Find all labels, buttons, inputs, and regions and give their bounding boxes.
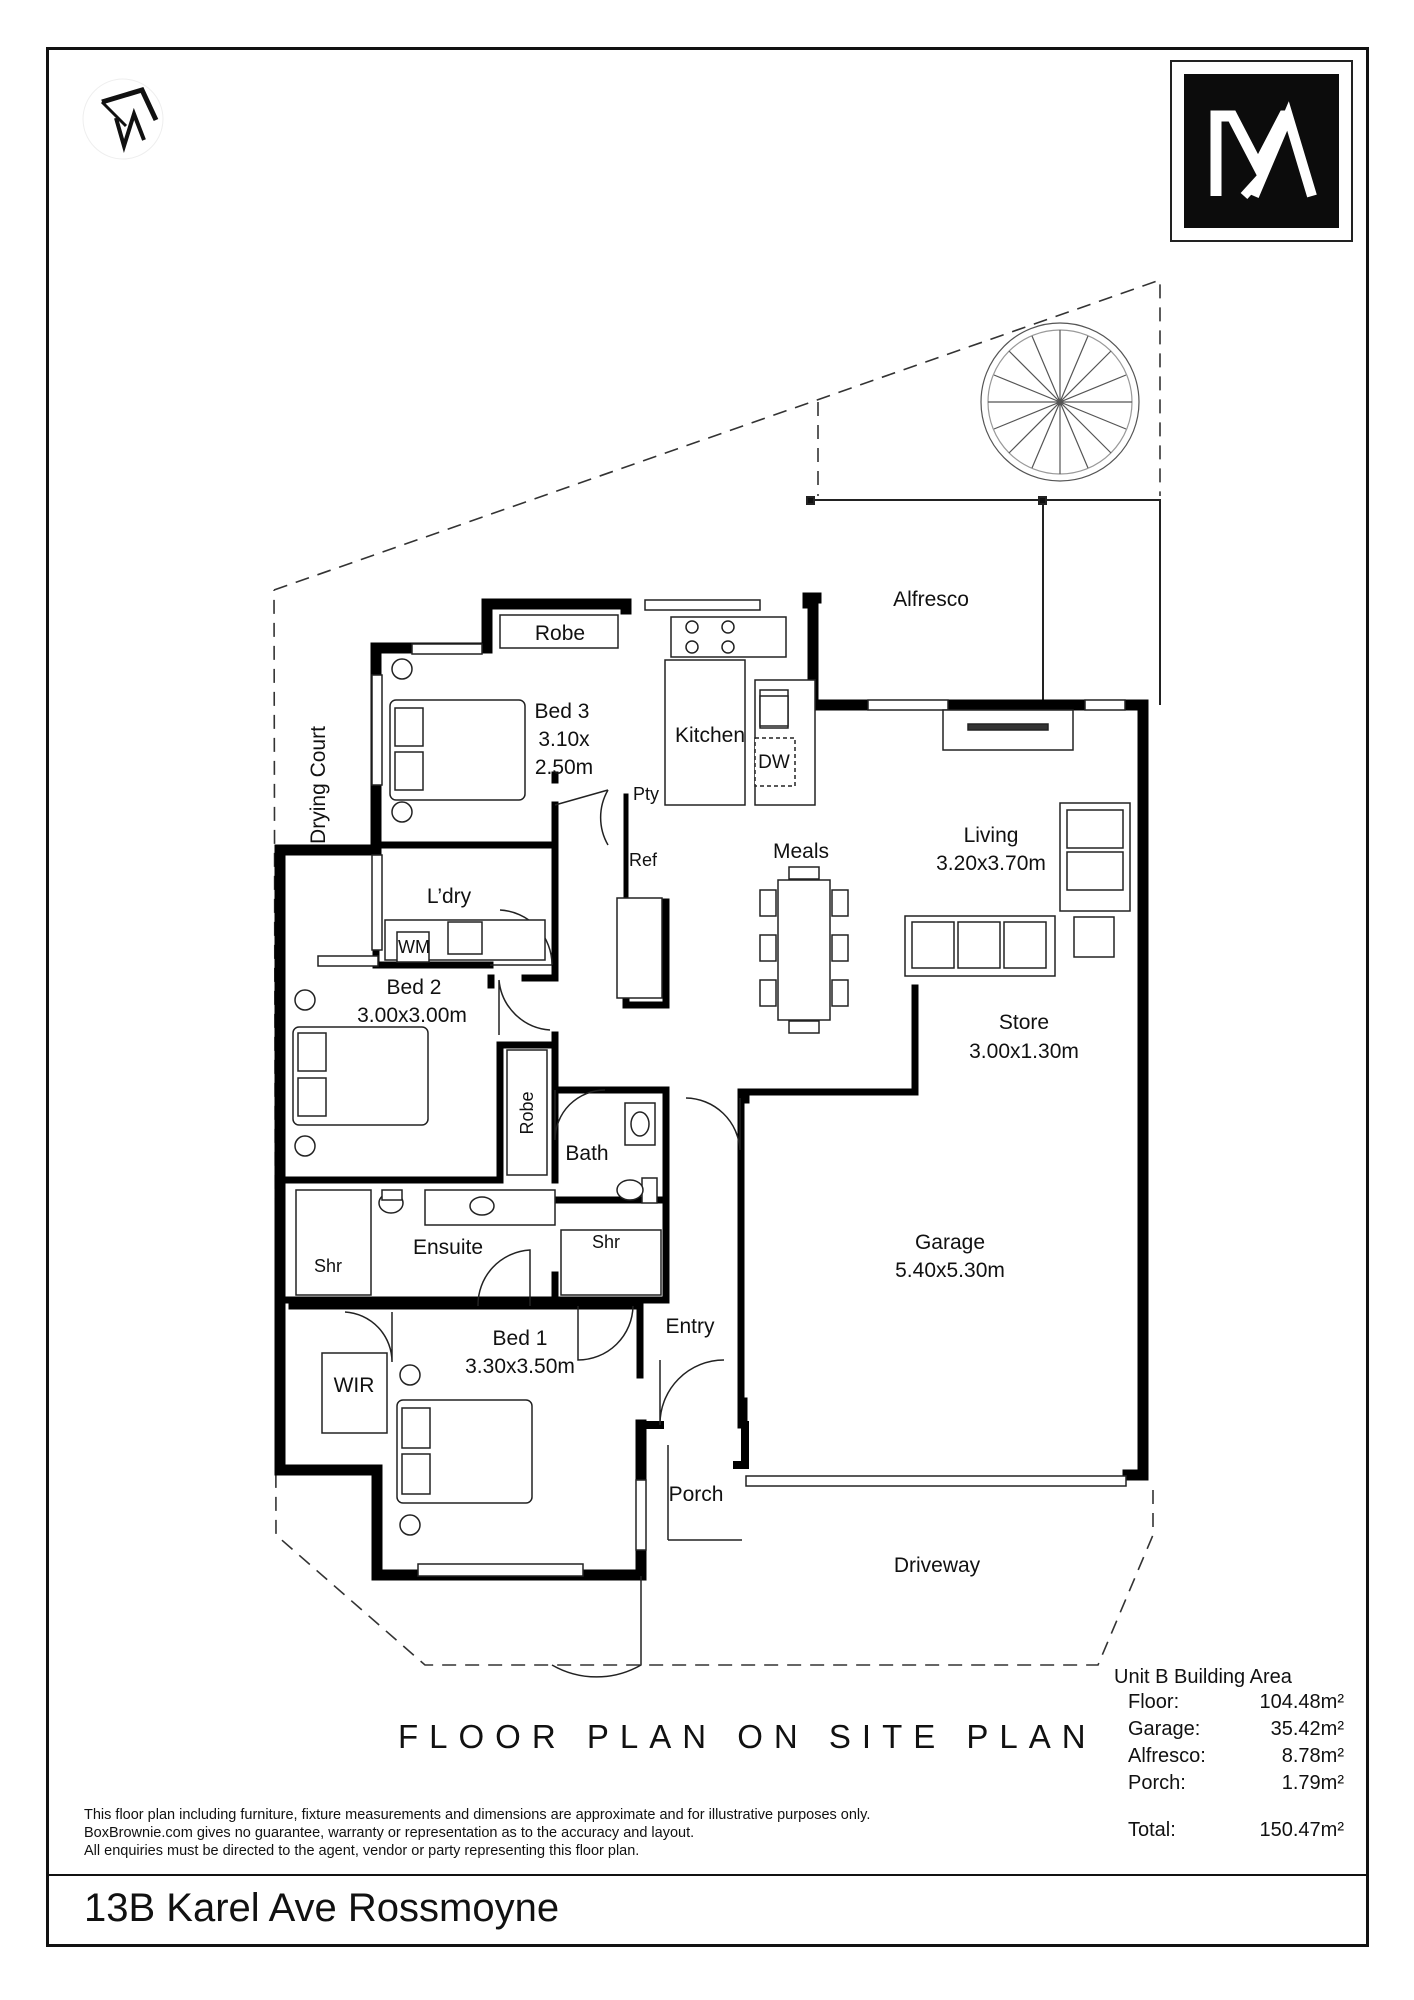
windows <box>317 599 1127 1577</box>
building-area-heading: Unit B Building Area <box>1114 1666 1292 1688</box>
property-address: 13B Karel Ave Rossmoyne <box>84 1886 560 1930</box>
area-row-floor: Floor: 104.48m² <box>1114 1689 1344 1716</box>
tree-icon <box>980 322 1140 482</box>
dw-label: DW <box>758 752 790 773</box>
agency-logo <box>1170 60 1353 242</box>
area-row-porch: Porch: 1.79m² <box>1114 1770 1344 1797</box>
page-frame <box>46 47 1369 1947</box>
doors <box>344 789 742 1678</box>
shr-bath-label: Shr <box>592 1232 620 1252</box>
drying-court-label: Drying Court <box>307 726 330 844</box>
alfresco-outline <box>806 496 1161 705</box>
building-area-summary: Unit B Building Area Floor: 104.48m² Gar… <box>1114 1666 1344 1844</box>
laundry-label: L’dry <box>427 885 472 908</box>
area-value: 104.48m² <box>1259 1691 1345 1713</box>
area-value: 1.79m² <box>1281 1772 1344 1794</box>
area-row-garage: Garage: 35.42m² <box>1114 1716 1344 1743</box>
area-label: Total: <box>1128 1819 1176 1841</box>
driveway-label: Driveway <box>894 1554 981 1577</box>
area-row-total: Total: 150.47m² <box>1114 1817 1344 1844</box>
living-size: 3.20x3.70m <box>936 852 1046 875</box>
pty-label: Pty <box>633 784 659 804</box>
bed2-name: Bed 2 <box>387 976 442 999</box>
area-row-alfresco: Alfresco: 8.78m² <box>1114 1743 1344 1770</box>
logo-monogram-icon <box>1210 101 1317 200</box>
wm-label: WM <box>398 937 430 957</box>
area-label: Porch: <box>1128 1772 1186 1794</box>
porch-label: Porch <box>669 1483 724 1506</box>
bed1-size: 3.30x3.50m <box>465 1355 575 1378</box>
robe-side-label: Robe <box>517 1091 537 1134</box>
beds <box>292 658 533 1536</box>
meals-table <box>759 866 849 1034</box>
living-furniture <box>904 802 1131 977</box>
ref-label: Ref <box>629 850 658 870</box>
robe-top-label: Robe <box>535 622 585 645</box>
living-name: Living <box>964 824 1019 847</box>
bed1-name: Bed 1 <box>493 1327 548 1350</box>
area-label: Garage: <box>1128 1718 1201 1740</box>
kitchen-label: Kitchen <box>675 724 745 747</box>
wir-label: WIR <box>334 1374 375 1397</box>
kitchen-fixtures <box>664 616 1074 806</box>
garage-name: Garage <box>915 1231 985 1254</box>
store-name: Store <box>999 1011 1049 1034</box>
area-value: 8.78m² <box>1281 1745 1344 1767</box>
store-size: 3.00x1.30m <box>969 1040 1079 1063</box>
ensuite-label: Ensuite <box>413 1236 483 1259</box>
area-label: Alfresco: <box>1128 1745 1206 1767</box>
disclaimer: This floor plan including furniture, fix… <box>84 1806 870 1860</box>
area-value: 35.42m² <box>1270 1718 1344 1740</box>
room-labels: Robe Bed 3 3.10x 2.50m Kitchen DW Pty Re… <box>307 588 1079 1577</box>
bed3-name: Bed 3 <box>535 700 590 723</box>
shr-ensuite-label: Shr <box>314 1256 342 1276</box>
bathroom-fixtures <box>295 1102 662 1296</box>
bed2-size: 3.00x3.00m <box>357 1004 467 1027</box>
meals-label: Meals <box>773 840 829 863</box>
north-arrow-icon <box>82 78 164 160</box>
disclaimer-line: This floor plan including furniture, fix… <box>84 1807 871 1823</box>
area-label: Floor: <box>1128 1691 1180 1713</box>
garage-size: 5.40x5.30m <box>895 1259 1005 1282</box>
footer-divider <box>46 1874 1369 1876</box>
bed3-size-1: 3.10x <box>538 728 590 751</box>
storage-fixtures <box>321 614 663 1434</box>
plan-title: FLOOR PLAN ON SITE PLAN <box>398 1718 1097 1755</box>
bath-label: Bath <box>565 1142 608 1165</box>
bed3-size-2: 2.50m <box>535 756 593 779</box>
entry-label: Entry <box>665 1315 715 1338</box>
disclaimer-line: BoxBrownie.com gives no guarantee, warra… <box>84 1825 695 1841</box>
walls <box>274 592 1149 1581</box>
area-value: 150.47m² <box>1259 1819 1345 1841</box>
disclaimer-line: All enquiries must be directed to the ag… <box>84 1843 640 1859</box>
alfresco-label: Alfresco <box>893 588 969 611</box>
